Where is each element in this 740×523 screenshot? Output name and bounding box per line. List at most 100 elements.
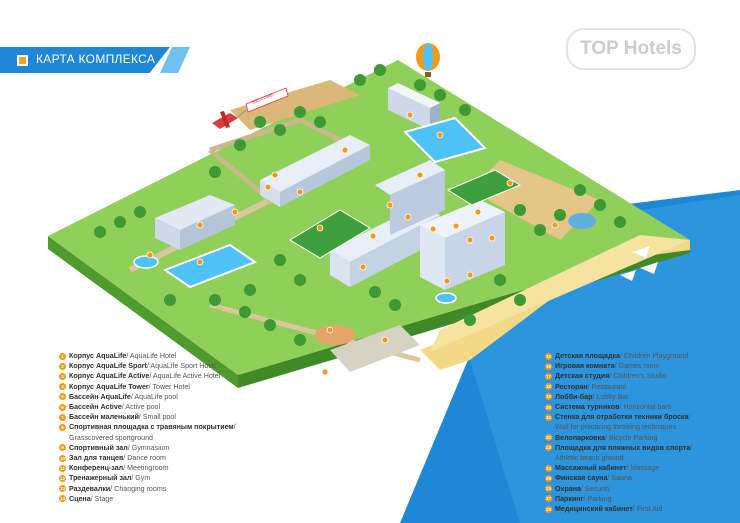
legend-label-ru: Велопарковка (555, 433, 606, 442)
legend-label-ru: Бассейн Active (69, 403, 122, 412)
legend-label-en: Grasscovered sportground (69, 433, 153, 442)
boats (620, 246, 658, 281)
legend-label-ru: Спортивный зал (69, 443, 128, 452)
legend-number-marker: 28 (545, 505, 552, 513)
legend-label-en: / Lobby Bar (592, 392, 629, 401)
legend-number-marker: 12 (59, 474, 66, 482)
legend-number-marker: 5 (59, 393, 66, 401)
legend-label-en: / AquaLife pool (130, 392, 178, 401)
legend-label-ru: Система турников (555, 403, 620, 412)
legend-number-marker: 20 (545, 403, 552, 411)
legend-label-en: / Children Playground (619, 352, 689, 360)
legend-label-ru: Массажный кабинет (555, 464, 627, 473)
map-title: КАРТА КОМПЛЕКСА (36, 52, 156, 66)
helipad (568, 213, 596, 229)
legend-label-ru: Корпус AquaLife Active (69, 372, 150, 381)
legend-number-marker: 24 (545, 464, 552, 472)
legend-number-marker: 15 (545, 352, 552, 360)
legend-label-ru: Зал для танцев (69, 454, 124, 463)
pool-active (162, 243, 258, 289)
map-base-side (48, 236, 238, 388)
legend-label-en: / Horizontal bars (619, 403, 672, 412)
legend-label-en: Athletic beach ground (555, 454, 624, 463)
beach-inner (430, 235, 690, 352)
legend-label-en: / AquaLife Sport Hotel (146, 362, 216, 371)
parking-area (330, 325, 420, 372)
legend-number-marker: 7 (59, 413, 66, 421)
legend-label-en: Wall for practicing throwing techniques (555, 423, 677, 432)
legend-label-ru: Охрана (555, 484, 581, 493)
legend-number-marker: 2 (59, 362, 66, 370)
legend-label-en: / Sauna (607, 474, 632, 483)
legend-label-ru: Бассейн AquaLife (69, 392, 131, 401)
header-banner (0, 47, 170, 73)
legend-label-ru: Бассейн маленький (69, 413, 139, 422)
legend-label-en: / AquaLife Hotel (126, 352, 177, 360)
map-ground (48, 60, 690, 375)
legend-label-en: / (233, 423, 236, 432)
legend-number-marker: 9 (59, 444, 66, 452)
legend-label-en: / Games room (614, 362, 660, 371)
legend-number-marker: 3 (59, 372, 66, 380)
legend-label-en: / Active pool (121, 403, 161, 412)
legend-number-marker: 6 (59, 403, 66, 411)
header-square-icon (17, 55, 28, 66)
pool-small (133, 255, 159, 269)
legend-number-marker: 19 (545, 393, 552, 401)
hot-air-balloon (416, 43, 440, 77)
legend-label-ru: Раздевалки (69, 484, 111, 493)
legend-label-ru: Паркинг (555, 494, 584, 503)
legend-label-en: / (688, 413, 691, 422)
watermark-logo: TOP Hotels (566, 28, 696, 70)
building-lobby (375, 160, 445, 235)
legend-number-marker: 22 (545, 434, 552, 442)
building-aqualife-sport (420, 200, 505, 290)
legend-number-marker: 16 (545, 362, 552, 370)
legend-number-marker: 25 (545, 474, 552, 482)
legend-label-en: / Small pool (138, 413, 176, 422)
legend-number-marker (545, 424, 552, 431)
legend-label-en: / Restaurant (587, 382, 627, 391)
legend-label-ru: Тренажерный зал (69, 474, 132, 483)
legend-label-en: / Bicycle Parking (605, 433, 658, 442)
pool-aqualife (403, 116, 487, 164)
legend-number-marker: 23 (545, 444, 552, 452)
legend-label-ru: Игровая комната (555, 362, 615, 371)
legend-label-ru: Конференц-зал (69, 464, 124, 473)
legend-label-en: / Massage (626, 464, 660, 473)
legend-number-marker: 18 (545, 383, 552, 391)
legend-item: Grasscovered sportground (59, 433, 299, 443)
sportground-right (446, 169, 522, 206)
legend-number-marker: 11 (59, 464, 66, 472)
legend-label-ru: Спортивная площадка с травяным покрытием (69, 423, 234, 432)
legend-label-ru: Сцена (69, 494, 91, 503)
legend-number-marker (545, 455, 552, 462)
sportground-main (289, 209, 371, 259)
legend-label-en: / (690, 443, 693, 452)
legend-label-en: / Stage (90, 494, 114, 503)
legend-label-ru: Лобби-бар (555, 392, 593, 401)
legend-number-marker: 21 (545, 413, 552, 421)
